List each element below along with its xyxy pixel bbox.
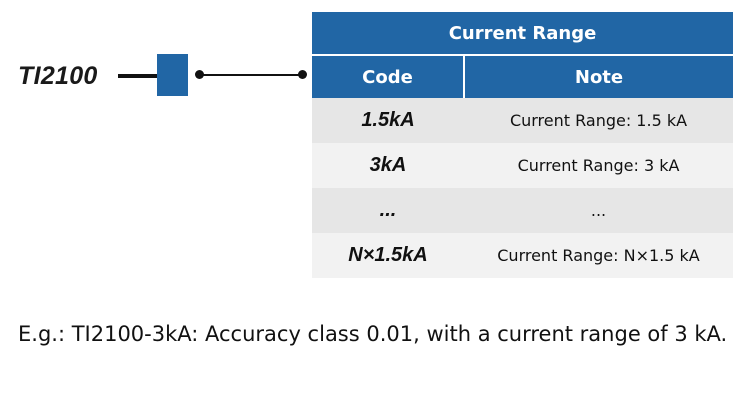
connector-end-dot — [298, 70, 307, 79]
table-row: 1.5kA Current Range: 1.5 kA — [312, 98, 733, 143]
table-row: 3kA Current Range: 3 kA — [312, 143, 733, 188]
table-row: N×1.5kA Current Range: N×1.5 kA — [312, 233, 733, 278]
code-position-box — [157, 54, 188, 96]
column-header-code: Code — [312, 55, 465, 98]
note-cell: ... — [464, 188, 733, 233]
table-row: ... ... — [312, 188, 733, 233]
example-description: E.g.: TI2100-3kA: Accuracy class 0.01, w… — [18, 322, 728, 346]
current-range-table: Current Range Code Note 1.5kA Current Ra… — [312, 12, 733, 278]
connector-line — [200, 74, 302, 76]
note-cell: Current Range: 3 kA — [464, 143, 733, 188]
note-cell: Current Range: 1.5 kA — [464, 98, 733, 143]
code-cell: N×1.5kA — [312, 233, 464, 278]
column-header-note: Note — [464, 55, 733, 98]
code-cell: 3kA — [312, 143, 464, 188]
code-cell: ... — [312, 188, 464, 233]
model-stub-line — [118, 74, 157, 78]
model-label: TI2100 — [18, 62, 98, 90]
note-cell: Current Range: N×1.5 kA — [464, 233, 733, 278]
connector-start-dot — [195, 70, 204, 79]
code-cell: 1.5kA — [312, 98, 464, 143]
table-title: Current Range — [312, 12, 733, 56]
